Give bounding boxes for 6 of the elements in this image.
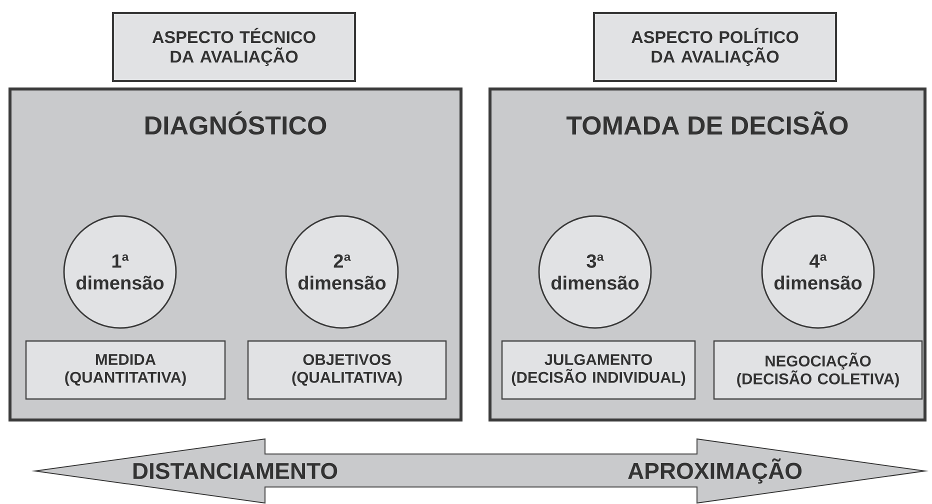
label-box: MEDIDA (QUANTITATIVA) bbox=[25, 340, 226, 400]
label-box: NEGOCIAÇÃO (DECISÃO COLETIVA) bbox=[713, 340, 923, 400]
label-box: ASPECTO TÉCNICO DA AVALIAÇÃO bbox=[112, 12, 356, 82]
label-box: OBJETIVOS (QUALITATIVA) bbox=[247, 340, 447, 400]
label-box: ASPECTO POLÍTICO DA AVALIAÇÃO bbox=[593, 12, 837, 82]
label-box: JULGAMENTO (DECISÃO INDIVIDUAL) bbox=[501, 340, 696, 400]
